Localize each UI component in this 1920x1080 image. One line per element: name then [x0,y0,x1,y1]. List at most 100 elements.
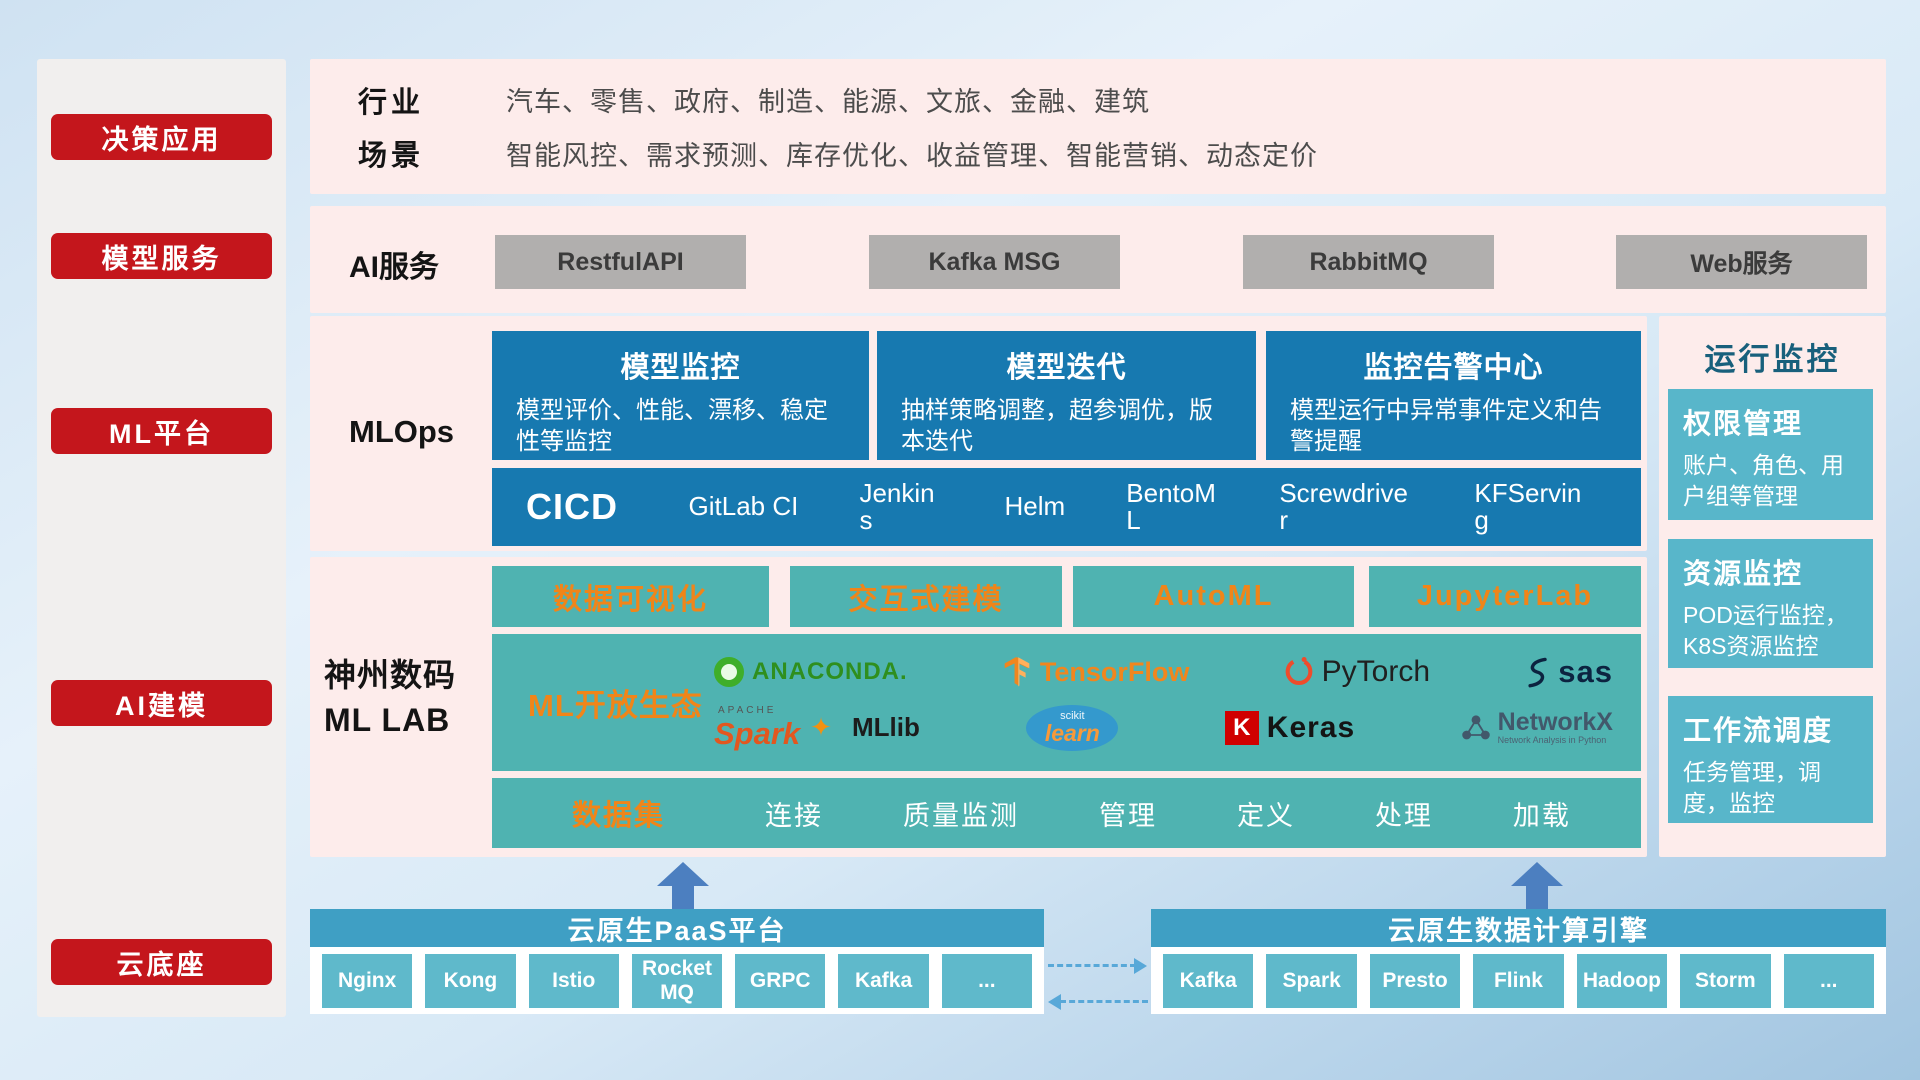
scikit-learn-icon: scikit learn [1026,704,1119,751]
ai-service-panel: AI服务 RestfulAPI Kafka MSG RabbitMQ Web服务 [310,206,1886,313]
interactive-modeling-block: 交互式建模 [790,566,1062,627]
alert-center-title: 监控告警中心 [1363,352,1544,384]
permission-desc: 账户、角色、用户组等管理 [1683,452,1844,509]
engine-items-strip: Kafka Spark Presto Flink Hadoop Storm ..… [1151,947,1886,1014]
jupyterlab-block: JupyterLab [1369,566,1641,627]
anaconda-icon [714,657,744,688]
apache-label: APACHE [718,705,777,717]
permission-card: 权限管理 账户、角色、用户组等管理 [1668,389,1873,520]
dataset-bar: 数据集 连接 质量监测 管理 定义 处理 加载 [492,778,1641,848]
networkx-wordmark-group: NetworkX Network Analysis in Python [1497,708,1613,746]
tensorflow-icon [1004,657,1030,687]
cicd-item-helm: Helm [1004,491,1066,522]
spark-wordmark: Spark [714,716,801,752]
keras-icon: K [1224,710,1259,745]
model-iteration-desc: 抽样策略调整，超参调优，版本迭代 [901,397,1213,456]
spark-mllib-logo: APACHE Spark ✦ MLlib [714,705,920,752]
mllab-label-line1: 神州数码 [324,657,457,693]
networkx-subtitle: Network Analysis in Python [1497,735,1607,746]
industry-label: 行业 [358,86,425,119]
sidebar-item-model-service: 模型服务 [51,233,272,279]
dataset-item-connect: 连接 [765,800,823,831]
sidebar-item-decision-apps: 决策应用 [51,114,272,160]
sidebar-item-ai-modeling: AI建模 [51,680,272,726]
paas-item-grpc: GRPC [735,953,826,1008]
industry-text: 汽车、零售、政府、制造、能源、文旅、金融、建筑 [506,87,1150,118]
up-arrow-right-stem [1526,885,1548,910]
cicd-item-screwdriver: Screwdriver [1279,477,1408,535]
tensorflow-logo: TensorFlow [1002,656,1190,688]
engine-item-storm: Storm [1680,953,1771,1008]
paas-item-istio: Istio [528,953,619,1008]
sidebar-item-ml-platform: ML平台 [51,408,272,454]
scikit-learn-logo: scikit learn [1026,704,1119,751]
resource-monitor-desc: POD运行监控，K8S资源监控 [1683,602,1848,659]
engine-item-spark: Spark [1266,953,1357,1008]
cicd-bar: CICD GitLab CI Jenkins Helm BentoML Scre… [492,468,1641,546]
restful-api-block: RestfulAPI [495,235,746,289]
rabbitmq-block: RabbitMQ [1243,235,1494,289]
sidebar-item-cloud-base: 云底座 [51,939,272,985]
ml-ecosystem-label: ML开放生态 [528,688,703,723]
cicd-items: GitLab CI Jenkins Helm BentoML Screwdriv… [618,477,1641,535]
paas-item-rocketmq: RocketMQ [631,953,723,1008]
tensorflow-wordmark: TensorFlow [1039,656,1190,687]
mllab-label: 神州数码 ML LAB [324,653,456,744]
dashed-arrow-right-line [1048,964,1136,967]
up-arrow-right-icon [1511,862,1563,886]
workflow-card: 工作流调度 任务管理，调度，监控 [1668,696,1873,823]
paas-items-strip: Nginx Kong Istio RocketMQ GRPC Kafka ... [310,947,1044,1014]
model-iteration-title: 模型迭代 [1006,352,1127,384]
sas-icon [1528,658,1547,688]
dataset-label: 数据集 [572,800,666,832]
dashed-arrow-right-icon [1134,958,1147,974]
up-arrow-left-stem [672,885,694,910]
dashed-arrow-left-icon [1048,994,1061,1010]
data-visualization-block: 数据可视化 [492,566,769,627]
anaconda-logo: ANACONDA. [714,657,908,688]
paas-item-more: ... [941,953,1032,1008]
web-service-block: Web服务 [1616,235,1867,289]
mllab-label-line2: ML LAB [324,702,451,739]
paas-item-kafka: Kafka [838,953,929,1008]
engine-item-more: ... [1783,953,1874,1008]
sas-wordmark: sas [1558,654,1613,690]
dashed-arrow-left-line [1060,1000,1148,1003]
runtime-monitor-panel: 运行监控 权限管理 账户、角色、用户组等管理 资源监控 POD运行监控，K8S资… [1659,316,1886,857]
pytorch-logo: PyTorch [1284,655,1430,689]
engine-header: 云原生数据计算引擎 [1151,909,1886,947]
model-monitor-desc: 模型评价、性能、漂移、稳定性等监控 [516,397,828,456]
up-arrow-left-icon [657,862,709,886]
scene-text: 智能风控、需求预测、库存优化、收益管理、智能营销、动态定价 [506,140,1318,171]
paas-item-kong: Kong [425,953,516,1008]
cicd-item-bentoml: BentoML [1126,477,1216,535]
ml-ecosystem-block: ML开放生态 ANACONDA. TensorFlow PyTorch [492,634,1641,771]
pytorch-wordmark: PyTorch [1321,655,1431,689]
dataset-item-process: 处理 [1374,800,1433,831]
workflow-desc: 任务管理，调度，监控 [1683,759,1821,816]
industry-line: 行业 汽车、零售、政府、制造、能源、文旅、金融、建筑 [358,79,1866,121]
automl-block: AutoML [1073,566,1354,627]
scikit-label: scikit [1060,709,1085,722]
paas-header: 云原生PaaS平台 [310,909,1044,947]
industry-scene-panel: 行业 汽车、零售、政府、制造、能源、文旅、金融、建筑 场景 智能风控、需求预测、… [310,59,1886,194]
mlops-label: MLOps [349,414,455,449]
alert-center-desc: 模型运行中异常事件定义和告警提醒 [1290,397,1602,456]
left-rail: 决策应用 模型服务 ML平台 AI建模 云底座 [37,59,286,1017]
mllab-panel: 神州数码 ML LAB 数据可视化 交互式建模 AutoML JupyterLa… [310,557,1647,857]
networkx-icon [1461,715,1490,740]
cicd-item-kfserving: KFServing [1474,477,1582,535]
runtime-monitor-title: 运行监控 [1704,342,1841,377]
resource-monitor-card: 资源监控 POD运行监控，K8S资源监控 [1668,539,1873,668]
scene-line: 场景 智能风控、需求预测、库存优化、收益管理、智能营销、动态定价 [358,132,1866,174]
logo-row-2: APACHE Spark ✦ MLlib scikit learn K [714,704,1613,752]
pytorch-icon [1285,657,1312,686]
dataset-item-load: 加载 [1512,800,1571,831]
resource-monitor-title: 资源监控 [1683,558,1804,589]
dataset-item-quality: 质量监测 [902,800,1019,831]
mllib-wordmark: MLlib [851,712,920,743]
engine-item-hadoop: Hadoop [1576,953,1668,1008]
keras-logo: K Keras [1224,710,1355,745]
kafka-msg-block: Kafka MSG [869,235,1120,289]
